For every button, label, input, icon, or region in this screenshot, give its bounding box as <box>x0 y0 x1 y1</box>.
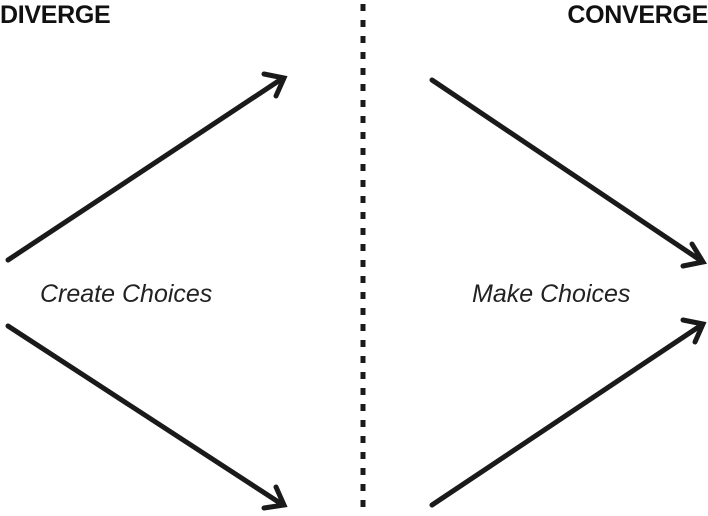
diverge-upper-arrow <box>5 71 288 263</box>
diverge-lower-arrow <box>5 323 288 511</box>
converge-upper-arrow <box>429 77 707 269</box>
make-choices-label: Make Choices <box>472 280 631 308</box>
converge-lower-arrow <box>429 317 707 508</box>
converge-heading: CONVERGE <box>567 1 708 29</box>
diverge-heading: DIVERGE <box>0 1 111 29</box>
create-choices-label: Create Choices <box>40 280 213 308</box>
